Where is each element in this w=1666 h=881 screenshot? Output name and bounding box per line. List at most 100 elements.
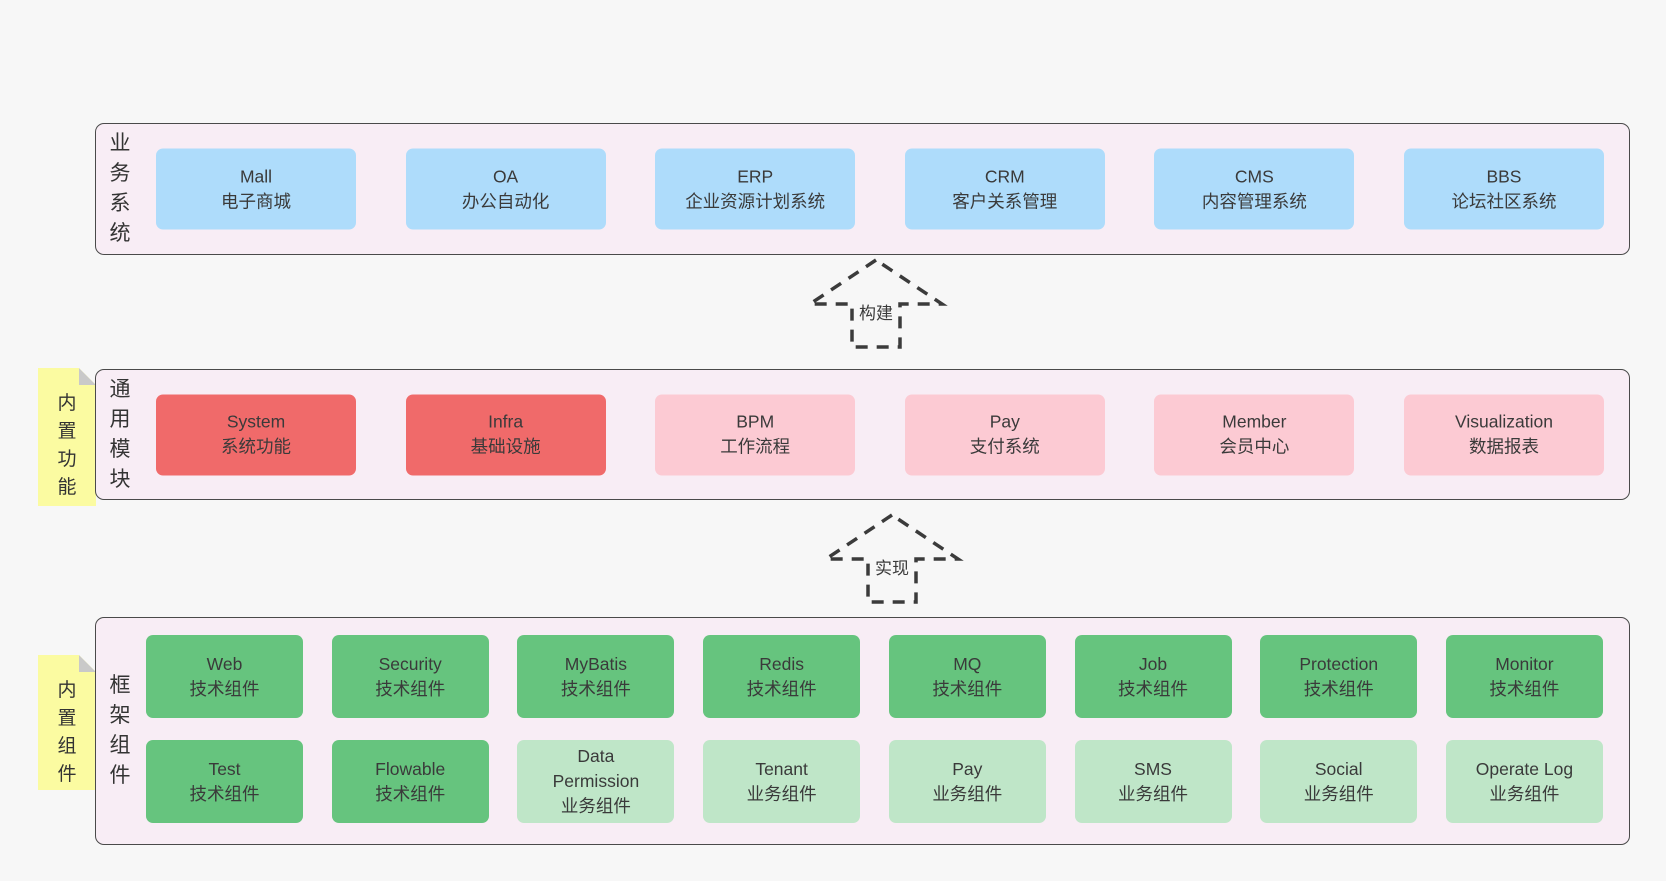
box-title: BPM [736, 411, 775, 432]
box-protection: Protection 技术组件 [1260, 635, 1418, 718]
box-subtitle: 技术组件 [1118, 678, 1189, 699]
box-title: Member [1222, 411, 1287, 432]
business-components-row: Test 技术组件 Flowable 技术组件 Data Permission … [146, 740, 1603, 823]
box-title: MyBatis [564, 653, 628, 674]
box-member: Member 会员中心 [1154, 394, 1355, 475]
box-system: System 系统功能 [156, 394, 356, 475]
box-pay-system: Pay 支付系统 [904, 394, 1105, 475]
box-title: MQ [953, 653, 982, 674]
box-title: OA [492, 166, 519, 186]
box-title: Protection [1299, 653, 1379, 674]
box-title: Visualization [1455, 411, 1553, 432]
box-title: System [226, 411, 286, 432]
box-title: CRM [984, 166, 1025, 186]
box-title: SMS [1134, 758, 1172, 779]
box-subtitle: 内容管理系统 [1201, 191, 1307, 211]
box-title: Data Permission [552, 746, 640, 791]
panel-title: 通用模块 [109, 377, 131, 491]
box-mall: Mall 电子商城 [156, 148, 356, 230]
box-subtitle: 业务组件 [1118, 783, 1189, 804]
framework-components-panel: 框架组件 Web 技术组件 Security 技术组件 MyBatis 技术组件… [95, 617, 1630, 845]
box-data-permission: Data Permission 业务组件 [517, 740, 675, 823]
box-security: Security 技术组件 [331, 635, 489, 718]
box-mybatis: MyBatis 技术组件 [517, 635, 675, 718]
box-bpm: BPM 工作流程 [655, 394, 856, 475]
box-subtitle: 数据报表 [1468, 436, 1539, 457]
box-title: Pay [989, 411, 1020, 432]
box-title: Pay [952, 758, 983, 779]
box-pay-component: Pay 业务组件 [888, 740, 1046, 823]
box-subtitle: 客户关系管理 [952, 191, 1058, 211]
box-title: Operate Log [1475, 758, 1574, 779]
tech-components-row: Web 技术组件 Security 技术组件 MyBatis 技术组件 Redi… [146, 635, 1603, 718]
box-title: Security [378, 653, 442, 674]
box-title: CMS [1234, 166, 1274, 186]
box-title: Web [206, 653, 243, 674]
sticky-note-label: 内置功能 [57, 393, 77, 498]
box-job: Job 技术组件 [1074, 635, 1232, 718]
box-subtitle: 业务组件 [746, 783, 817, 804]
box-subtitle: 技术组件 [189, 783, 260, 804]
box-subtitle: 工作流程 [720, 436, 791, 457]
box-mq: MQ 技术组件 [888, 635, 1046, 718]
business-systems-panel: 业务系统 Mall 电子商城 OA 办公自动化 ERP 企业资源计划系统 CRM… [95, 123, 1630, 255]
box-title: Monitor [1495, 653, 1554, 674]
box-subtitle: 企业资源计划系统 [685, 191, 826, 211]
panel-title: 框架组件 [109, 674, 131, 787]
box-redis: Redis 技术组件 [703, 635, 861, 718]
box-tenant: Tenant 业务组件 [703, 740, 861, 823]
business-systems-row: Mall 电子商城 OA 办公自动化 ERP 企业资源计划系统 CRM 客户关系… [156, 148, 1604, 230]
box-crm: CRM 客户关系管理 [904, 148, 1105, 230]
box-title: Test [208, 758, 241, 779]
box-oa: OA 办公自动化 [405, 148, 606, 230]
box-subtitle: 技术组件 [932, 678, 1003, 699]
sticky-note-builtin-components: 内置组件 [38, 655, 96, 790]
box-title: Job [1138, 653, 1168, 674]
box-test: Test 技术组件 [146, 740, 303, 823]
arrow-label: 构建 [856, 299, 896, 324]
box-title: Social [1314, 758, 1363, 779]
box-subtitle: 业务组件 [932, 783, 1003, 804]
box-subtitle: 系统功能 [221, 436, 291, 457]
framework-components-grid: Web 技术组件 Security 技术组件 MyBatis 技术组件 Redi… [146, 635, 1603, 823]
box-subtitle: 技术组件 [746, 678, 817, 699]
box-infra: Infra 基础设施 [405, 394, 606, 475]
box-visualization: Visualization 数据报表 [1403, 394, 1604, 475]
box-subtitle: 支付系统 [969, 436, 1040, 457]
box-subtitle: 技术组件 [375, 678, 446, 699]
box-subtitle: 技术组件 [375, 783, 446, 804]
box-title: ERP [737, 166, 774, 186]
box-title: Mall [239, 166, 273, 186]
sticky-note-label: 内置组件 [57, 680, 77, 785]
box-web: Web 技术组件 [146, 635, 303, 718]
box-monitor: Monitor 技术组件 [1445, 635, 1603, 718]
panel-title: 业务系统 [109, 132, 131, 245]
box-subtitle: 技术组件 [189, 678, 260, 699]
box-operate-log: Operate Log 业务组件 [1445, 740, 1603, 823]
box-title: Tenant [755, 758, 808, 779]
box-erp: ERP 企业资源计划系统 [655, 148, 856, 230]
box-cms: CMS 内容管理系统 [1154, 148, 1355, 230]
box-subtitle: 业务组件 [1489, 783, 1560, 804]
build-arrow-icon: 构建 [804, 257, 948, 351]
sticky-note-builtin-features: 内置功能 [38, 368, 96, 506]
box-social: Social 业务组件 [1260, 740, 1418, 823]
box-bbs: BBS 论坛社区系统 [1403, 148, 1604, 230]
implement-arrow-icon: 实现 [820, 512, 964, 606]
folded-corner-icon [79, 368, 96, 385]
box-subtitle: 技术组件 [1303, 678, 1374, 699]
box-title: BBS [1486, 166, 1522, 186]
common-modules-row: System 系统功能 Infra 基础设施 BPM 工作流程 Pay 支付系统… [156, 394, 1604, 475]
box-subtitle: 业务组件 [560, 796, 631, 816]
box-subtitle: 论坛社区系统 [1451, 191, 1557, 211]
folded-corner-icon [79, 655, 96, 672]
box-subtitle: 业务组件 [1303, 783, 1374, 804]
box-title: Flowable [375, 758, 446, 779]
box-subtitle: 电子商城 [221, 191, 291, 211]
box-subtitle: 基础设施 [470, 436, 541, 457]
box-flowable: Flowable 技术组件 [331, 740, 489, 823]
box-title: Redis [759, 653, 804, 674]
box-subtitle: 技术组件 [560, 678, 631, 699]
box-subtitle: 会员中心 [1219, 436, 1290, 457]
